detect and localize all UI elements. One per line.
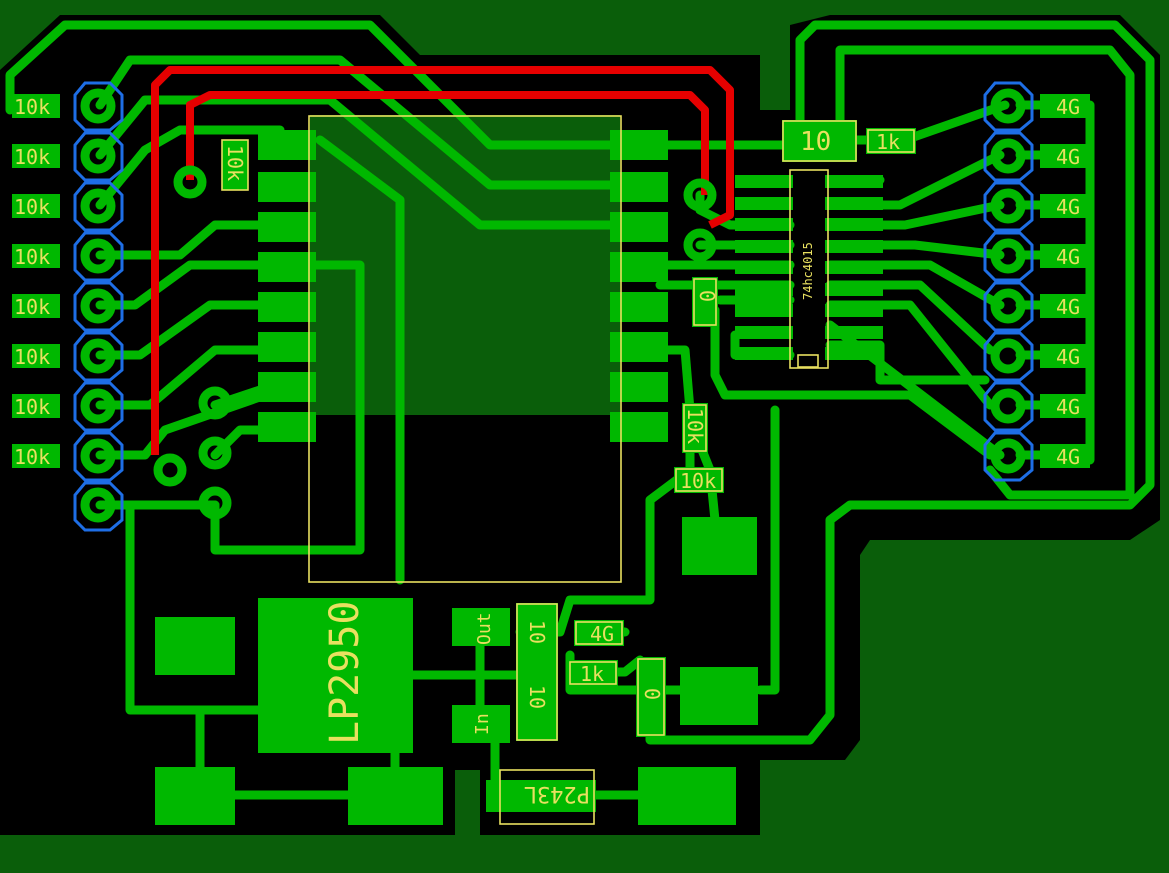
right-resistor-label: 4G xyxy=(1056,245,1080,269)
copper-blocks xyxy=(155,517,758,825)
p243l-label: P243L xyxy=(524,781,590,806)
left-resistor-label: 10k xyxy=(14,195,50,219)
r4g-label: 4G xyxy=(590,622,614,646)
r10k-label-horiz: 10k xyxy=(680,469,716,493)
left-resistor-label: 10k xyxy=(14,295,50,319)
r10-label-vert-a: 10 xyxy=(525,620,549,644)
right-header xyxy=(983,81,1034,482)
r10k-label-vert-b: 10k xyxy=(683,408,707,444)
left-resistor-label: 10k xyxy=(14,145,50,169)
regulator-label: LP2950 xyxy=(322,601,368,746)
r10k-label-vert-a: 10k xyxy=(223,145,247,181)
left-resistors: 10k 10k 10k 10k 10k 10k 10k 10k xyxy=(12,94,60,469)
ic-label: 74hc4015 xyxy=(801,242,815,300)
r10-label-vert-b: 10 xyxy=(525,685,549,709)
right-resistor-label: 4G xyxy=(1056,295,1080,319)
vias xyxy=(153,165,717,520)
right-resistors: 4G 4G 4G 4G 4G 4G 4G 4G xyxy=(1040,94,1090,469)
module-pads-right xyxy=(610,130,668,442)
r10-label: 10 xyxy=(800,127,831,157)
ic-outline xyxy=(789,169,829,369)
right-resistor-label: 4G xyxy=(1056,145,1080,169)
in-label: In xyxy=(472,713,493,735)
r0-label-b: 0 xyxy=(640,688,664,700)
left-header xyxy=(73,81,124,532)
r1k-label: 1k xyxy=(876,130,900,154)
soic-pads xyxy=(735,175,883,360)
left-resistor-label: 10k xyxy=(14,95,50,119)
left-resistor-label: 10k xyxy=(14,445,50,469)
module-outline xyxy=(308,115,622,583)
module-pads-left xyxy=(258,130,316,442)
r0-label-a: 0 xyxy=(695,290,719,302)
right-resistor-label: 4G xyxy=(1056,95,1080,119)
right-resistor-label: 4G xyxy=(1056,195,1080,219)
left-resistor-label: 10k xyxy=(14,345,50,369)
left-resistor-label: 10k xyxy=(14,245,50,269)
misc-component-pads xyxy=(222,120,916,812)
misc-silkscreen xyxy=(221,120,915,825)
left-resistor-label: 10k xyxy=(14,395,50,419)
out-label: Out xyxy=(474,612,495,645)
right-resistor-label: 4G xyxy=(1056,445,1080,469)
red-traces xyxy=(151,66,734,455)
right-resistor-label: 4G xyxy=(1056,345,1080,369)
r1k-label-b: 1k xyxy=(580,662,604,686)
right-resistor-label: 4G xyxy=(1056,395,1080,419)
